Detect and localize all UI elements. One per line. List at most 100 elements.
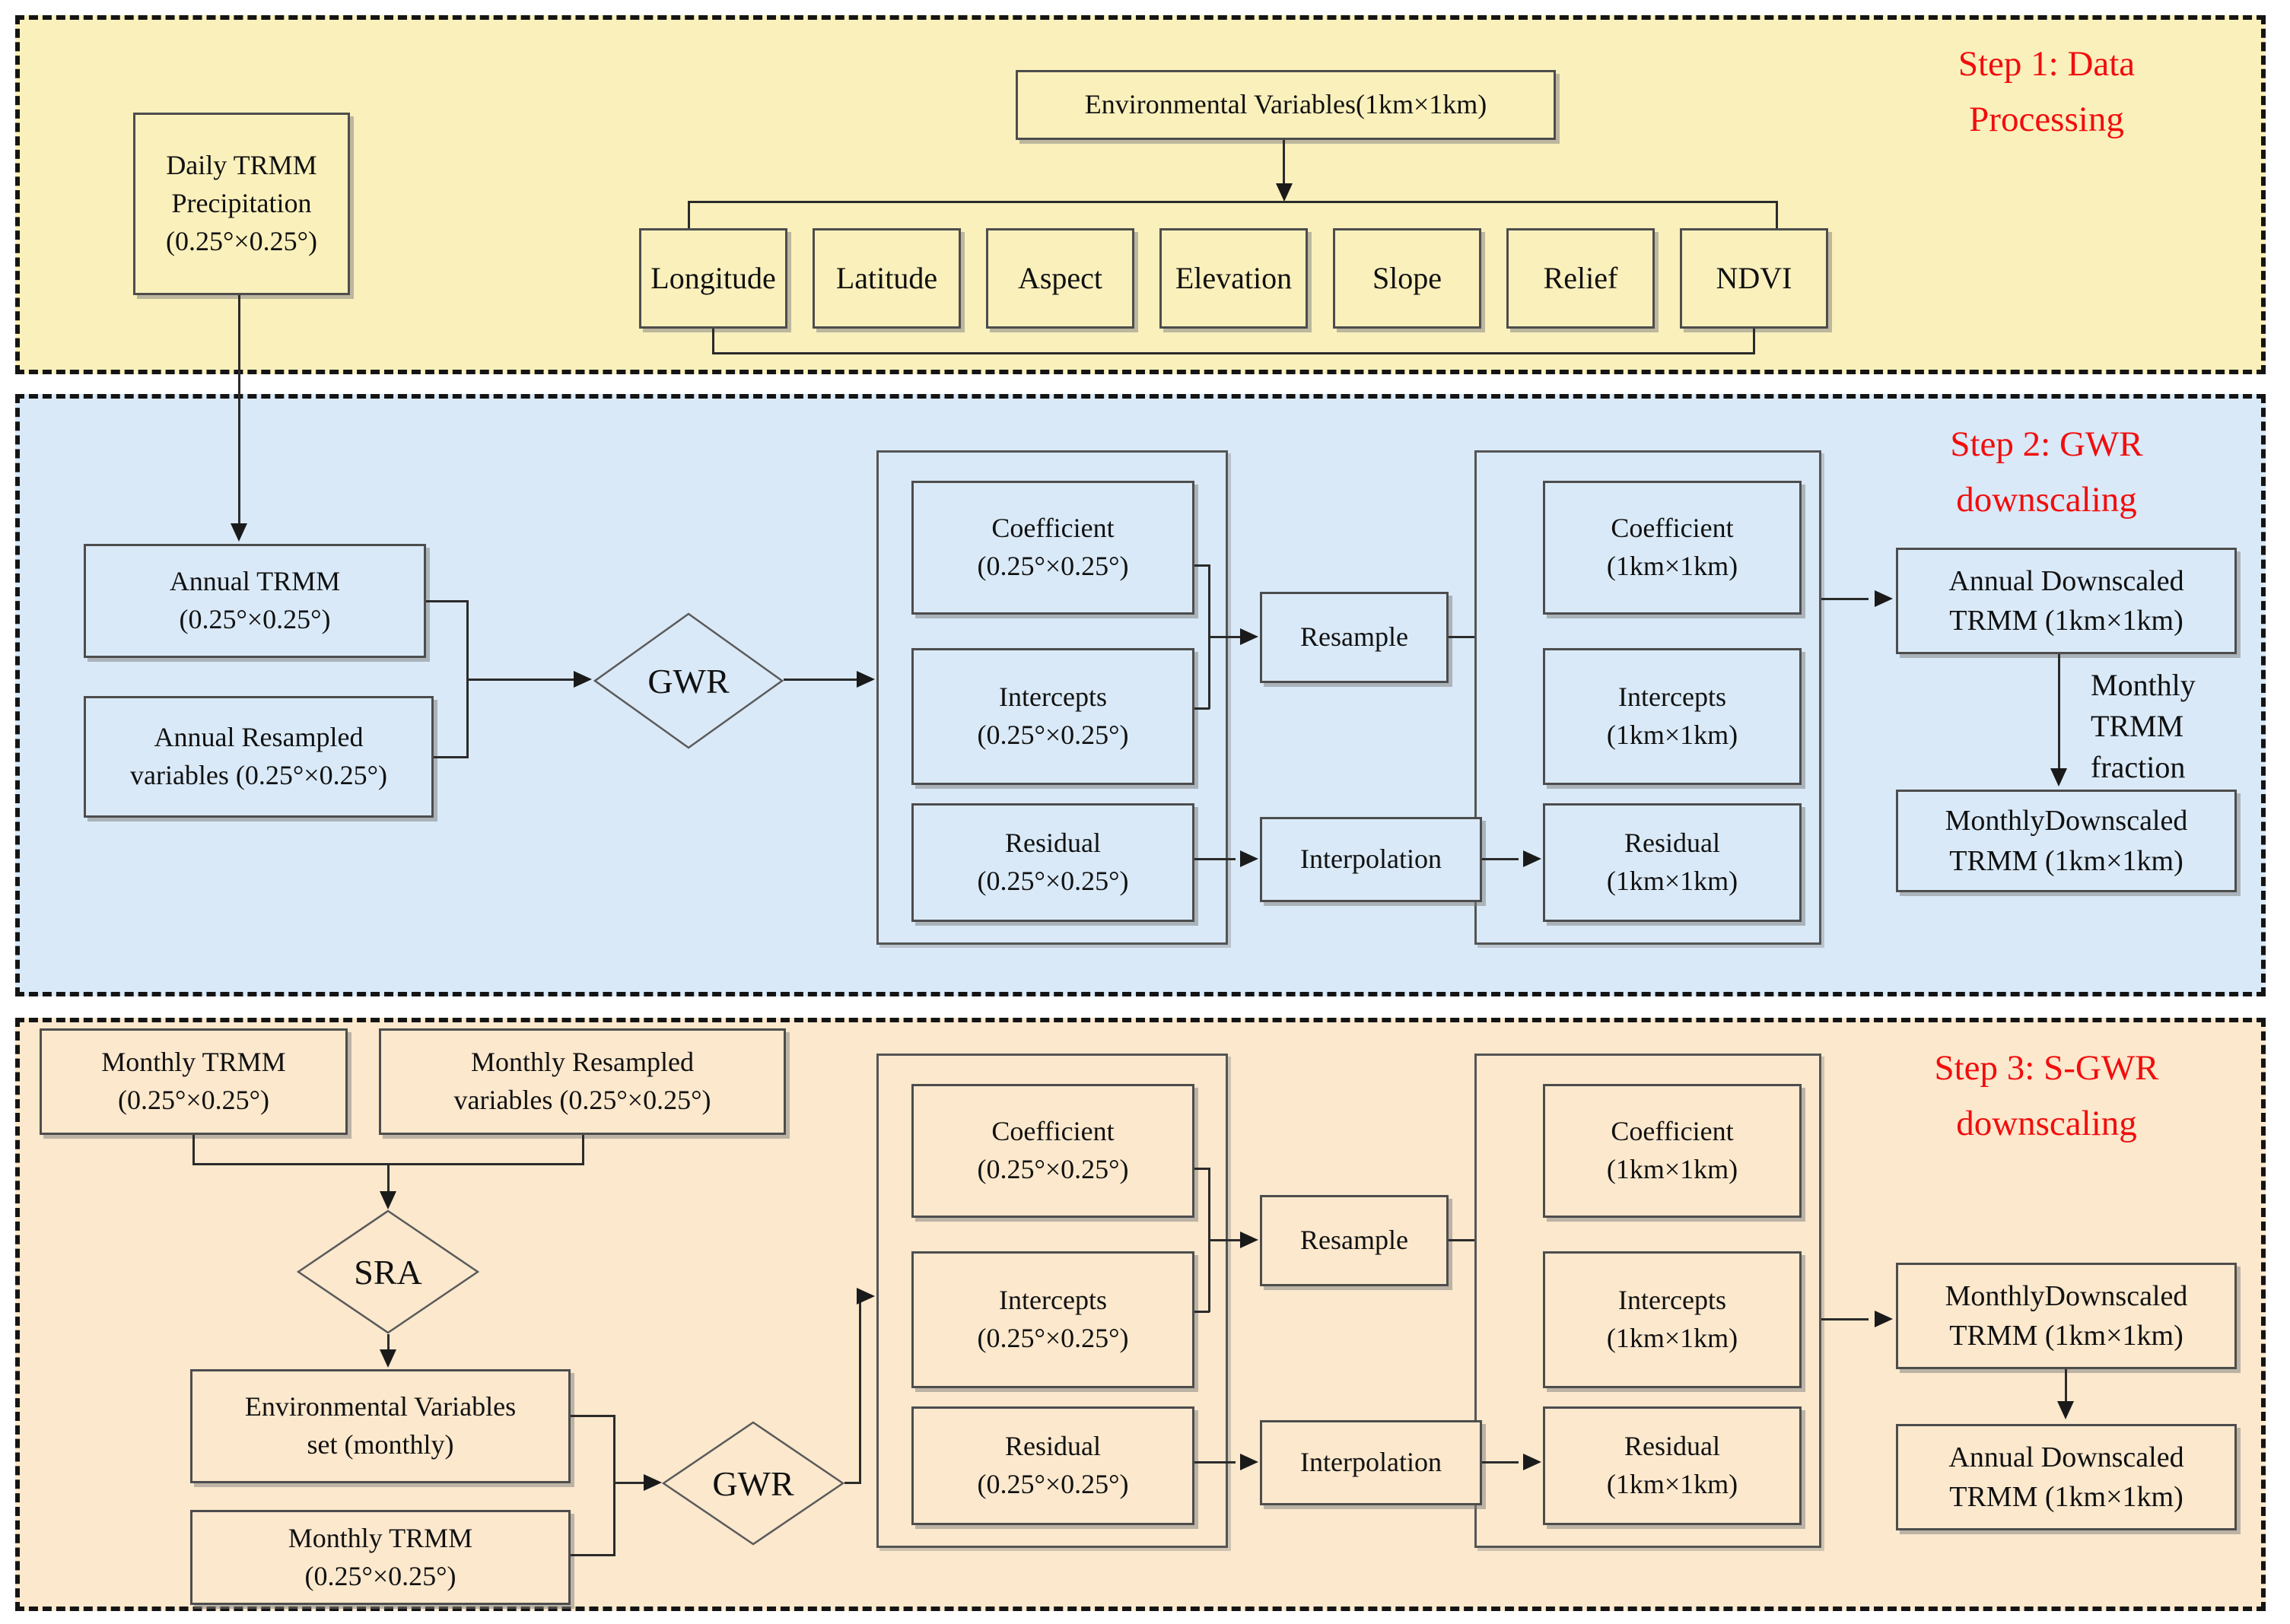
residual-line2: (0.25°×0.25°) xyxy=(977,1469,1129,1499)
diamond-shape xyxy=(662,1421,844,1546)
node-relief: Relief xyxy=(1506,228,1655,329)
node-intercepts-fine-step3: Intercepts (1km×1km) xyxy=(1543,1251,1802,1388)
annual-downscaled-line2: TRMM (1km×1km) xyxy=(1949,605,2183,637)
env-set-line2: set (monthly) xyxy=(307,1429,454,1460)
residual-1km-line2: (1km×1km) xyxy=(1606,866,1738,896)
connector-line xyxy=(1482,1461,1519,1464)
node-ndvi: NDVI xyxy=(1680,228,1828,329)
fraction-line1: Monthly xyxy=(2091,668,2196,702)
arrowhead-down xyxy=(1276,183,1293,202)
node-annual-trmm: Annual TRMM (0.25°×0.25°) xyxy=(84,544,426,658)
connector-line xyxy=(387,1334,390,1352)
connector-line xyxy=(784,679,857,681)
coefficient-line2: (0.25°×0.25°) xyxy=(977,551,1129,581)
residual-1km-line1: Residual xyxy=(1624,828,1720,859)
connector-line xyxy=(1776,201,1778,230)
connector-line xyxy=(1194,1461,1236,1464)
node-resample-step2: Resample xyxy=(1260,592,1449,683)
node-aspect: Aspect xyxy=(986,228,1134,329)
monthly-downscaled-line1: MonthlyDownscaled xyxy=(1945,1279,2188,1312)
connector-line xyxy=(1821,598,1869,600)
coefficient-line2: (0.25°×0.25°) xyxy=(977,1154,1129,1184)
interpolation-label: Interpolation xyxy=(1300,844,1442,875)
monthly-trmm-top-line1: Monthly TRMM xyxy=(101,1047,286,1078)
arrowhead-right xyxy=(1875,590,1893,607)
intercepts-1km-line2: (1km×1km) xyxy=(1606,720,1738,750)
connector-line xyxy=(712,352,1755,354)
connector-line xyxy=(613,1415,615,1556)
sra-label: SRA xyxy=(354,1252,422,1292)
connector-line xyxy=(1482,858,1519,860)
monthly-trmm-bottom-line1: Monthly TRMM xyxy=(288,1522,473,1553)
arrowhead-down xyxy=(380,1349,396,1368)
monthly-resampled-line2: variables (0.25°×0.25°) xyxy=(453,1085,711,1115)
arrowhead-right xyxy=(1523,1454,1541,1470)
annual-downscaled-line2: TRMM (1km×1km) xyxy=(1949,1481,2183,1513)
aspect-label: Aspect xyxy=(1017,261,1103,296)
connector-line xyxy=(712,329,714,354)
node-intercepts-coarse-step3: Intercepts (0.25°×0.25°) xyxy=(911,1251,1194,1388)
intercepts-line2: (0.25°×0.25°) xyxy=(977,720,1129,750)
daily-trmm-line1: Daily TRMM xyxy=(166,150,317,181)
node-residual-coarse-step3: Residual (0.25°×0.25°) xyxy=(911,1406,1194,1525)
coefficient-1km-line1: Coefficient xyxy=(1611,513,1734,544)
daily-trmm-line2: Precipitation xyxy=(171,188,312,219)
node-residual-fine-step3: Residual (1km×1km) xyxy=(1543,1406,1802,1525)
env-variables-label: Environmental Variables(1km×1km) xyxy=(1084,89,1487,120)
connector-line xyxy=(192,1135,195,1165)
connector-line xyxy=(1449,636,1476,638)
monthly-downscaled-line1: MonthlyDownscaled xyxy=(1945,805,2188,837)
step2-title: Step 2: GWR downscaling xyxy=(1864,417,2229,528)
intercepts-1km-line1: Intercepts xyxy=(1618,682,1726,713)
connector-line xyxy=(859,1295,861,1484)
node-coefficient-fine-step3: Coefficient (1km×1km) xyxy=(1543,1084,1802,1218)
node-monthly-downscaled-trmm-step2: MonthlyDownscaled TRMM (1km×1km) xyxy=(1896,790,2237,892)
arrowhead-right xyxy=(1240,1454,1258,1470)
connector-line xyxy=(434,756,468,758)
fraction-line2: TRMM xyxy=(2091,709,2184,743)
node-coefficient-coarse-step2: Coefficient (0.25°×0.25°) xyxy=(911,481,1194,615)
node-coefficient-fine-step2: Coefficient (1km×1km) xyxy=(1543,481,1802,615)
annual-trmm-line2: (0.25°×0.25°) xyxy=(179,604,331,634)
connector-line xyxy=(1208,1239,1240,1241)
connector-line xyxy=(1194,564,1210,567)
node-monthly-trmm-bottom: Monthly TRMM (0.25°×0.25°) xyxy=(190,1510,571,1605)
latitude-label: Latitude xyxy=(835,261,938,296)
connector-line xyxy=(1194,707,1210,710)
annual-downscaled-line1: Annual Downscaled xyxy=(1948,564,2184,597)
monthly-resampled-line1: Monthly Resampled xyxy=(471,1047,694,1078)
monthly-downscaled-line2: TRMM (1km×1km) xyxy=(1949,1320,2183,1352)
connector-line xyxy=(1449,1239,1476,1241)
resample-label: Resample xyxy=(1300,621,1408,653)
connector-line xyxy=(387,1163,390,1191)
node-interpolation-step2: Interpolation xyxy=(1260,817,1482,902)
connector-line xyxy=(1753,329,1755,354)
residual-line1: Residual xyxy=(1005,1431,1101,1462)
arrowhead-down xyxy=(231,523,247,542)
node-environmental-variables-set: Environmental Variables set (monthly) xyxy=(190,1369,571,1483)
connector-line xyxy=(688,201,690,230)
arrowhead-right xyxy=(1240,628,1258,645)
coefficient-1km-line2: (1km×1km) xyxy=(1606,551,1738,581)
coefficient-1km-line1: Coefficient xyxy=(1611,1116,1734,1147)
connector-line xyxy=(426,600,468,602)
env-set-line1: Environmental Variables xyxy=(244,1391,517,1422)
node-residual-fine-step2: Residual (1km×1km) xyxy=(1543,803,1802,922)
node-environmental-variables: Environmental Variables(1km×1km) xyxy=(1016,70,1556,140)
sra-diamond: SRA xyxy=(297,1209,479,1334)
node-resample-step3: Resample xyxy=(1260,1195,1449,1286)
connector-line xyxy=(1821,1318,1869,1320)
node-elevation: Elevation xyxy=(1159,228,1308,329)
node-monthly-resampled-variables: Monthly Resampled variables (0.25°×0.25°… xyxy=(379,1028,786,1135)
slope-label: Slope xyxy=(1372,261,1442,296)
residual-1km-line2: (1km×1km) xyxy=(1606,1469,1738,1499)
diamond-shape xyxy=(297,1209,479,1334)
annual-resampled-line1: Annual Resampled xyxy=(154,722,364,753)
step3-title: Step 3: S-GWR downscaling xyxy=(1864,1041,2229,1152)
connector-line xyxy=(466,679,574,681)
monthly-downscaled-line2: TRMM (1km×1km) xyxy=(1949,844,2183,877)
relief-label: Relief xyxy=(1543,261,1618,296)
coefficient-line1: Coefficient xyxy=(991,1116,1115,1147)
arrowhead-down xyxy=(380,1191,396,1209)
node-interpolation-step3: Interpolation xyxy=(1260,1420,1482,1505)
